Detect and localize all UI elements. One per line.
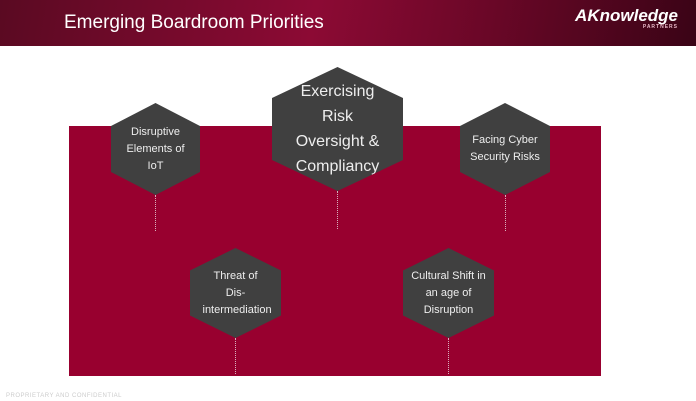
connector-line — [155, 195, 156, 231]
connector-line — [505, 195, 506, 231]
logo-subtext: PARTNERS — [642, 24, 678, 30]
priority-label: Disruptive Elements of IoT — [126, 125, 185, 172]
priority-label: Cultural Shift in an age of Disruption — [411, 269, 486, 316]
priority-label: Exercising Risk Oversight & Compliancy — [295, 83, 380, 175]
connector-line — [448, 338, 449, 374]
priority-label: Facing Cyber Security Risks — [470, 134, 540, 163]
header-bar: Emerging Boardroom Priorities AKnowledge… — [0, 0, 696, 46]
logo-text: AKnowledge — [575, 6, 678, 25]
priority-label: Threat of Dis-intermediation — [202, 269, 272, 316]
page-title: Emerging Boardroom Priorities — [64, 12, 324, 33]
footer-text: PROPRIETARY AND CONFIDENTIAL — [6, 393, 123, 399]
priority-hexagon-risk: Exercising Risk Oversight & Compliancy — [272, 67, 403, 191]
connector-line — [337, 191, 338, 229]
connector-line — [235, 338, 236, 374]
